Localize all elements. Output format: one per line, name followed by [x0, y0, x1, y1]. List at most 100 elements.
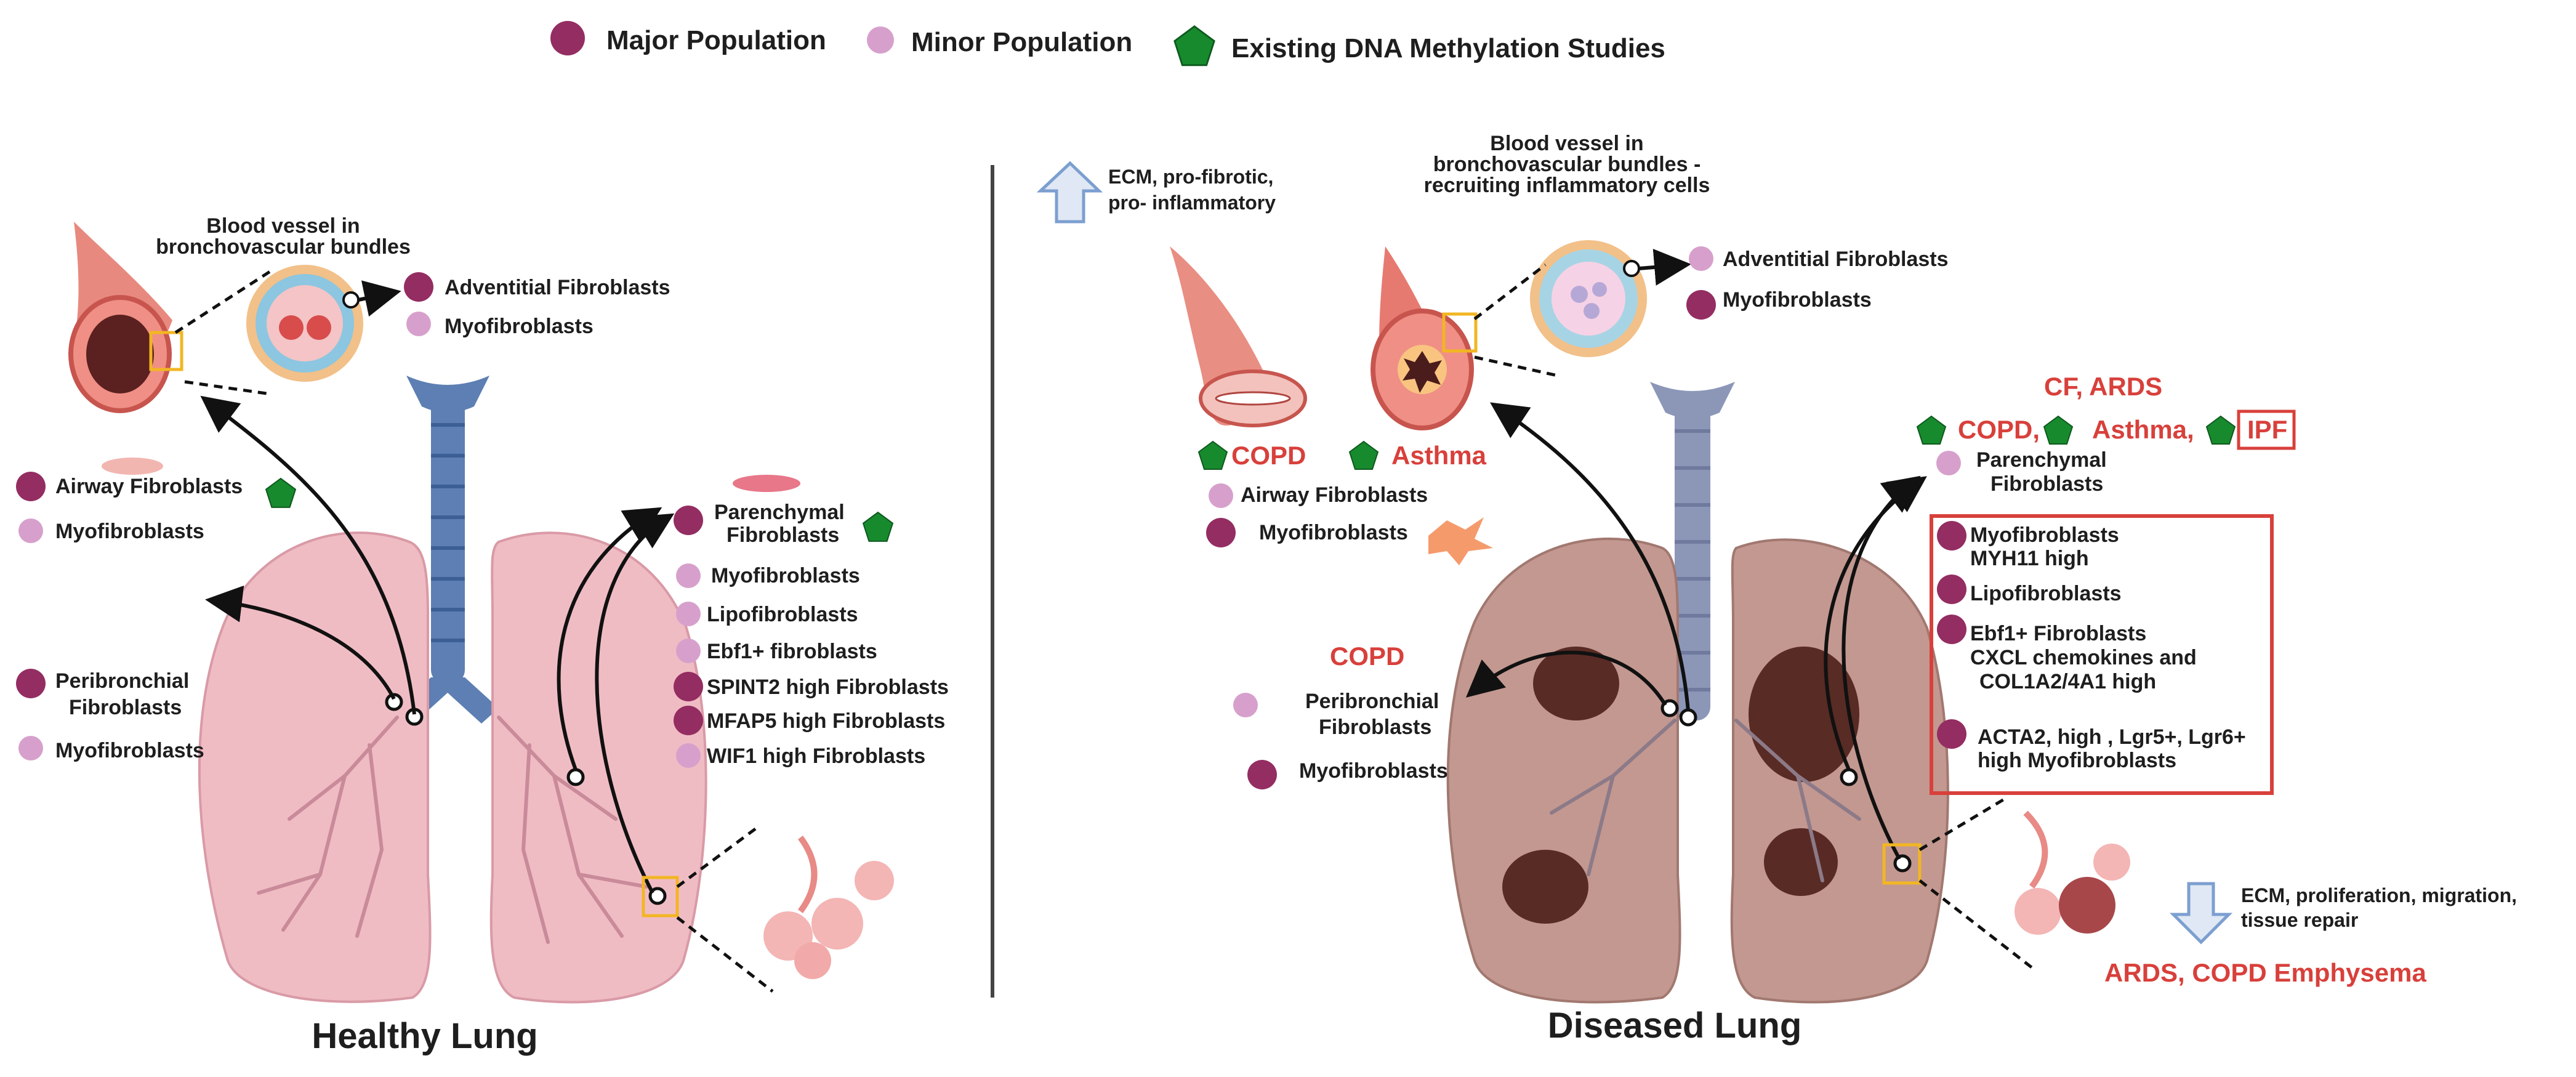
diseased-arrow-to-airway	[1490, 402, 1690, 712]
diseased-vessel-title-3: recruiting inflammatory cells	[1424, 174, 1710, 197]
diseased-vessel-arrow	[1638, 249, 1691, 286]
legend-minor-label: Minor Population	[911, 27, 1132, 57]
box-item-0: Myofibroblasts	[1970, 523, 2119, 547]
diseased-alveoli-icon	[2015, 810, 2130, 935]
healthy-panel: Blood vessel in bronchovascular bundles …	[16, 214, 949, 1056]
healthy-airway-minor-dot	[18, 518, 43, 543]
diseased-dash-2	[1474, 355, 1558, 377]
healthy-peri-minor-label: Myofibroblasts	[55, 739, 204, 762]
box-dot-6	[1937, 719, 1966, 749]
healthy-airway-major-dot	[16, 472, 46, 501]
down-label-2: tissue repair	[2241, 909, 2358, 931]
healthy-dash-2	[184, 380, 272, 396]
down-label-1: ECM, proliferation, migration,	[2241, 884, 2517, 906]
healthy-vessel-minor-label: Myofibroblasts	[445, 315, 594, 338]
diseased-airway-major-dot	[1206, 518, 1236, 547]
diseased-bronchial-tree	[1550, 719, 1861, 882]
healthy-parenchymal-label-2: Fibroblasts	[727, 523, 839, 547]
healthy-list-item-5: WIF1 high Fibroblasts	[707, 744, 925, 768]
diseased-airway-major-label: Myofibroblasts	[1259, 521, 1408, 544]
healthy-airway-major-label: Airway Fibroblasts	[55, 475, 243, 498]
healthy-list-item-0: Myofibroblasts	[711, 564, 860, 587]
diseased-bronchus-node-2	[1679, 708, 1697, 727]
diseased-peri-label-1: Peribronchial	[1305, 690, 1439, 713]
healthy-airway-pentagon-icon	[265, 478, 296, 508]
airway-fibroblast-cell-icon	[102, 458, 163, 475]
copd-label: COPD	[1231, 441, 1306, 470]
healthy-list-dot-0	[676, 563, 701, 588]
box-item-7: high Myofibroblasts	[1978, 749, 2176, 772]
healthy-airway-minor-label: Myofibroblasts	[55, 520, 204, 543]
legend-pentagon-icon	[1173, 25, 1215, 67]
diseased-airway-minor-label: Airway Fibroblasts	[1241, 483, 1428, 507]
healthy-alveoli-icon	[763, 836, 894, 979]
asthma2-label: Asthma,	[2092, 415, 2194, 444]
legend-minor-dot	[867, 26, 894, 54]
healthy-dash-4	[676, 916, 774, 993]
healthy-vessel-cross-section	[246, 265, 363, 382]
diseased-peri-label-2: Fibroblasts	[1319, 716, 1431, 739]
diseased-vessel-major-dot	[1686, 290, 1716, 320]
diseased-vessel-focus-box	[1442, 312, 1478, 353]
myofibroblast-cell-icon	[1428, 517, 1493, 565]
diseased-left-lung	[1446, 538, 1681, 1004]
box-item-6: ACTA2, high , Lgr5+, Lgr6+	[1978, 725, 2246, 749]
healthy-bronchial-tree	[257, 716, 648, 944]
diseased-lesions	[1502, 647, 1859, 924]
diseased-peri-major-label: Myofibroblasts	[1299, 759, 1448, 783]
up-arrow-icon	[1036, 161, 1103, 224]
diseased-parenchymal-label-1: Parenchymal	[1976, 448, 2107, 472]
ipf-box	[2237, 409, 2296, 450]
healthy-list-item-1: Lipofibroblasts	[707, 603, 858, 626]
healthy-list-item-2: Ebf1+ fibroblasts	[707, 640, 877, 663]
healthy-title: Healthy Lung	[312, 1016, 537, 1056]
healthy-vessel-title-2: bronchovascular bundles	[156, 235, 411, 259]
healthy-vessel-minor-dot	[406, 312, 431, 336]
diseased-airway-minor-dot	[1209, 483, 1233, 508]
diseased-peri-minor-dot	[1233, 693, 1258, 717]
healthy-list-dot-1	[676, 602, 701, 626]
legend-major-dot	[550, 21, 585, 55]
healthy-list-item-4: MFAP5 high Fibroblasts	[707, 709, 945, 733]
diseased-dash-3	[1918, 796, 2008, 852]
healthy-list-dot-5	[676, 743, 701, 768]
healthy-bronchus-node-1	[385, 693, 403, 711]
diseased-parenchyma-node	[1840, 768, 1858, 786]
parenchymal-cell-icon	[733, 475, 800, 492]
ards-copd-label: ARDS, COPD Emphysema	[2104, 958, 2426, 987]
box-item-5: COL1A2/4A1 high	[1979, 670, 2156, 693]
healthy-list-dot-3	[674, 672, 703, 701]
up-label-1: ECM, pro-fibrotic,	[1108, 166, 1273, 188]
copd-airway-tube	[1170, 246, 1307, 427]
diseased-vessel-title-1: Blood vessel in	[1490, 132, 1643, 155]
legend-major-label: Major Population	[606, 25, 826, 55]
healthy-peri-label-1: Peribronchial	[55, 669, 189, 693]
cf-ards-label: CF, ARDS	[2044, 372, 2162, 401]
box-dot-3	[1937, 615, 1966, 644]
box-dot-2	[1937, 575, 1966, 604]
healthy-arrow-to-vessel	[200, 395, 416, 715]
down-arrow-icon	[2169, 882, 2233, 945]
copd-pentagon-icon	[1198, 441, 1228, 470]
diseased-vessel-major-label: Myofibroblasts	[1723, 288, 1872, 312]
diseased-arrow-to-peri	[1465, 650, 1667, 706]
diseased-dash-1	[1473, 264, 1547, 320]
box-item-1: MYH11 high	[1970, 547, 2089, 570]
healthy-blood-vessel	[68, 222, 183, 413]
up-label-2: pro- inflammatory	[1108, 192, 1276, 214]
asthma-airway-tube	[1371, 246, 1478, 430]
diseased-vessel-cross-section	[1530, 240, 1647, 357]
diseased-vessel-minor-label: Adventitial Fibroblasts	[1723, 248, 1949, 271]
ipf-pentagon-icon	[2206, 416, 2236, 445]
healthy-vessel-major-dot	[404, 272, 433, 302]
diseased-arrow-to-parenchymal-2	[1841, 475, 1921, 860]
diseased-panel: ECM, pro-fibrotic, pro- inflammatory Blo…	[1036, 132, 2517, 1046]
healthy-arrow-to-parenchymal-2	[595, 513, 675, 894]
diseased-fibroblast-box	[1930, 514, 2274, 795]
healthy-peri-label-2: Fibroblasts	[69, 696, 182, 719]
copd2-label: COPD,	[1958, 415, 2040, 444]
diseased-title: Diseased Lung	[1548, 1006, 1802, 1046]
healthy-parenchyma-node	[566, 768, 585, 786]
diseased-right-lung	[1730, 538, 1949, 1004]
